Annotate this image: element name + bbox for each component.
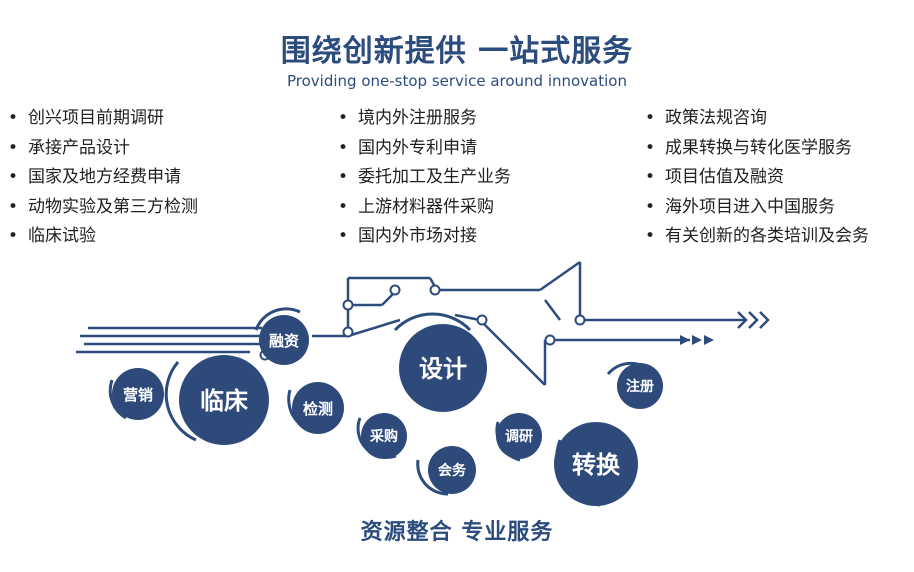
list-item: 国内外专利申请 (338, 134, 511, 164)
node-diaoyan: 调研 (496, 413, 542, 459)
svg-text:设计: 设计 (419, 355, 467, 383)
list-item: 政策法规咨询 (645, 104, 869, 134)
node-caigou: 采购 (361, 413, 407, 459)
svg-text:会务: 会务 (438, 462, 467, 479)
node-rongzi: 融资 (259, 315, 309, 365)
svg-text:融资: 融资 (269, 332, 299, 350)
svg-text:调研: 调研 (505, 429, 533, 445)
svg-text:营销: 营销 (123, 386, 153, 404)
node-zhuanhuan: 转换 (554, 422, 638, 506)
list-item: 国家及地方经费申请 (8, 163, 198, 193)
node-jiance: 检测 (292, 382, 344, 434)
node-linchuang: 临床 (179, 355, 269, 445)
list-item: 创兴项目前期调研 (8, 104, 198, 134)
node-huiwu: 会务 (428, 446, 476, 494)
list-item: 国内外市场对接 (338, 222, 511, 252)
page-title: 围绕创新提供 一站式服务 (280, 34, 634, 69)
svg-text:转换: 转换 (572, 451, 621, 479)
list-item: 境内外注册服务 (338, 104, 511, 134)
list-item: 有关创新的各类培训及会务 (645, 222, 869, 252)
triangle-arrows (680, 335, 714, 345)
list-item: 项目估值及融资 (645, 163, 869, 193)
page-subtitle: Providing one-stop service around innova… (287, 72, 627, 90)
svg-text:注册: 注册 (626, 378, 654, 395)
node-sheji: 设计 (399, 324, 487, 412)
svg-text:采购: 采购 (369, 428, 398, 445)
list-item: 成果转换与转化医学服务 (645, 134, 869, 164)
list-item: 上游材料器件采购 (338, 193, 511, 223)
chevron-arrows (737, 311, 770, 329)
list-item: 委托加工及生产业务 (338, 163, 511, 193)
circuit-lines (76, 260, 745, 386)
svg-text:检测: 检测 (303, 400, 333, 418)
svg-text:临床: 临床 (200, 387, 248, 415)
service-list-column-3: 政策法规咨询 成果转换与转化医学服务 项目估值及融资 海外项目进入中国服务 有关… (645, 104, 869, 252)
service-list-column-1: 创兴项目前期调研 承接产品设计 国家及地方经费申请 动物实验及第三方检测 临床试… (8, 104, 198, 252)
list-item: 海外项目进入中国服务 (645, 193, 869, 223)
service-list-column-2: 境内外注册服务 国内外专利申请 委托加工及生产业务 上游材料器件采购 国内外市场… (338, 104, 511, 252)
list-item: 承接产品设计 (8, 134, 198, 164)
node-zhuce: 注册 (617, 363, 663, 409)
list-item: 动物实验及第三方检测 (8, 193, 198, 223)
footer-slogan: 资源整合 专业服务 (360, 520, 554, 545)
list-item: 临床试验 (8, 222, 198, 252)
node-yingxiao: 营销 (112, 368, 164, 420)
